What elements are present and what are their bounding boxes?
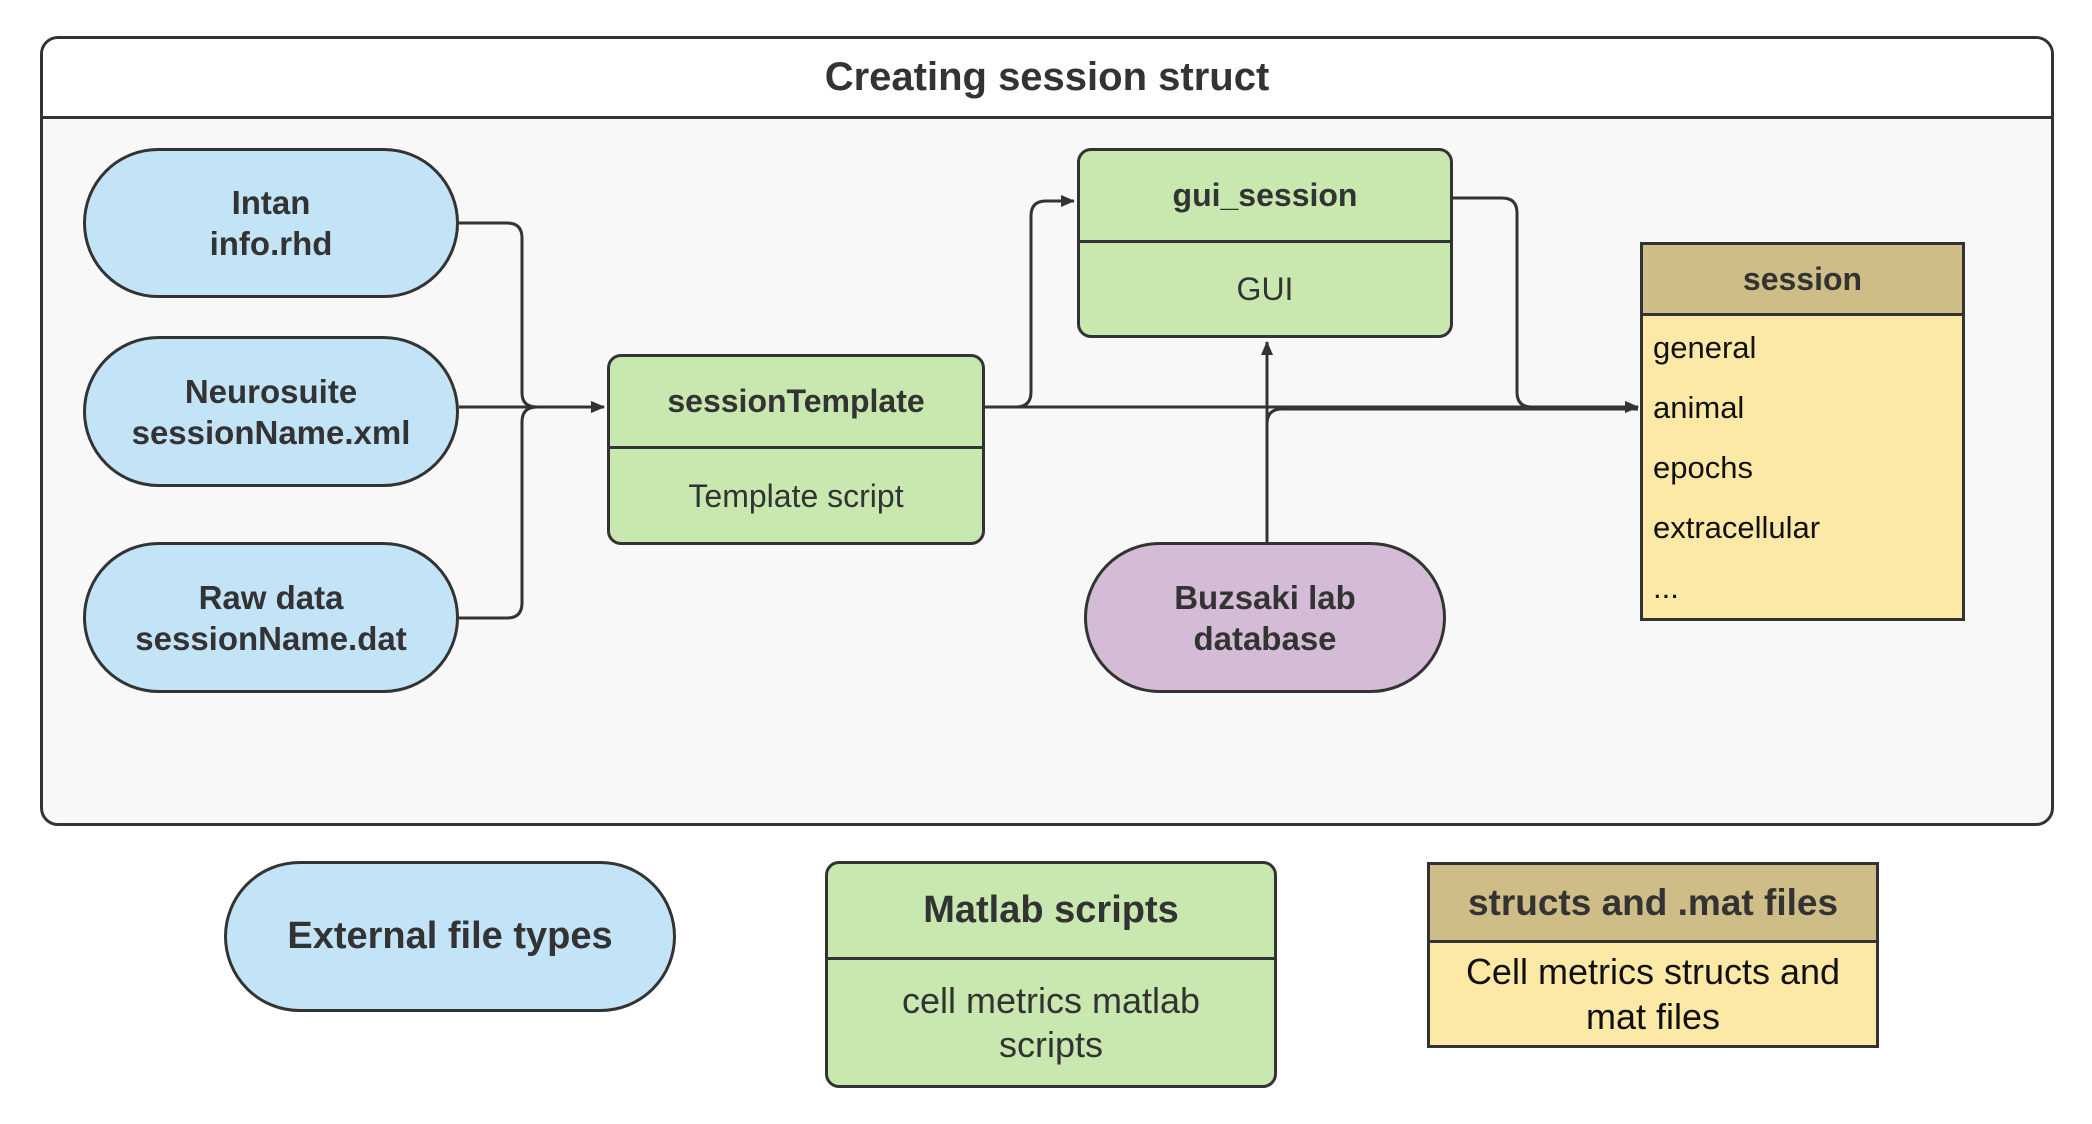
- node-raw-data: Raw data sessionName.dat: [83, 542, 459, 693]
- legend-structs-body: Cell metrics structs and mat files: [1465, 951, 1841, 1037]
- legend-matlab-body: cell metrics matlab scripts: [901, 979, 1201, 1065]
- session-field: general: [1653, 330, 1757, 365]
- connector-template-to-gui: [985, 195, 1075, 409]
- node-session-struct: session general animal epochs extracellu…: [1640, 242, 1965, 621]
- legend-matlab-scripts: Matlab scripts cell metrics matlab scrip…: [825, 861, 1277, 1088]
- legend-external-file-types: External file types: [224, 861, 676, 1012]
- connector-gui-to-session: [1453, 196, 1639, 413]
- session-field: epochs: [1653, 450, 1753, 485]
- session-field: animal: [1653, 390, 1745, 425]
- connector-rawdata-to-template: [459, 405, 604, 620]
- gui-session-title: gui_session: [1080, 151, 1450, 243]
- container-title: Creating session struct: [43, 39, 2051, 119]
- connector-database-to-session: [1265, 407, 1638, 542]
- session-field: extracellular: [1653, 510, 1821, 545]
- connector-intan-to-template: [459, 221, 605, 413]
- legend-structs: structs and .mat files Cell metrics stru…: [1427, 862, 1879, 1048]
- session-template-title: sessionTemplate: [610, 357, 982, 449]
- node-session-template: sessionTemplate Template script: [607, 354, 985, 545]
- legend-structs-title: structs and .mat files: [1430, 865, 1876, 943]
- node-intan: Intan info.rhd: [83, 148, 459, 298]
- session-struct-fields: general animal epochs extracellular ...: [1643, 316, 1962, 618]
- session-template-body: Template script: [688, 477, 904, 514]
- node-neurosuite: Neurosuite sessionName.xml: [83, 336, 459, 487]
- node-gui-session: gui_session GUI: [1077, 148, 1453, 338]
- legend-matlab-title: Matlab scripts: [828, 864, 1274, 960]
- session-struct-title: session: [1643, 245, 1962, 316]
- node-database: Buzsaki lab database: [1084, 542, 1446, 693]
- session-field: ...: [1653, 570, 1679, 605]
- gui-session-body: GUI: [1236, 271, 1294, 307]
